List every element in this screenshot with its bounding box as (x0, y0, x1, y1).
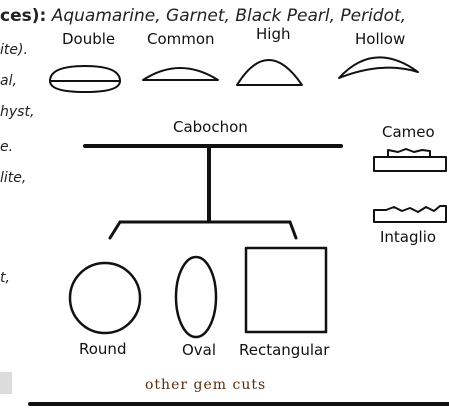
intaglio-shape (373, 205, 447, 223)
header-key: ces): (0, 6, 47, 26)
left-fragment-4: e. (0, 139, 14, 155)
left-fragment-2: al, (0, 73, 17, 89)
double-cabochon-shape (49, 65, 121, 93)
cabochon-title: Cabochon (173, 118, 248, 136)
cameo-label: Cameo (382, 123, 435, 141)
common-label: Common (147, 30, 215, 48)
left-fragment-1: ite). (0, 42, 28, 58)
double-label: Double (62, 30, 116, 48)
oval-label: Oval (182, 341, 217, 359)
left-fragment-6: t, (0, 270, 10, 286)
hollow-cabochon-shape (338, 56, 419, 79)
cameo-shape (373, 148, 447, 172)
right-branch-tip (288, 220, 298, 240)
intaglio-label: Intaglio (380, 228, 437, 246)
other-gem-cuts-caption: other gem cuts (145, 377, 267, 393)
high-label: High (256, 25, 291, 43)
left-fragment-5: lite, (0, 170, 27, 186)
left-fragment-3: hyst, (0, 104, 35, 120)
high-cabochon-shape (236, 59, 303, 86)
rectangular-label: Rectangular (239, 341, 330, 359)
edge-shadow (0, 372, 12, 394)
round-label: Round (79, 340, 127, 358)
rectangular-shape (244, 246, 328, 334)
common-cabochon-shape (142, 67, 219, 81)
oval-shape (174, 255, 218, 339)
hollow-label: Hollow (355, 30, 406, 48)
round-shape (68, 261, 142, 335)
gemstone-list-header: ces): Aquamarine, Garnet, Black Pearl, P… (0, 6, 406, 26)
left-branch-tip (108, 220, 122, 240)
header-values: Aquamarine, Garnet, Black Pearl, Peridot… (51, 6, 407, 26)
